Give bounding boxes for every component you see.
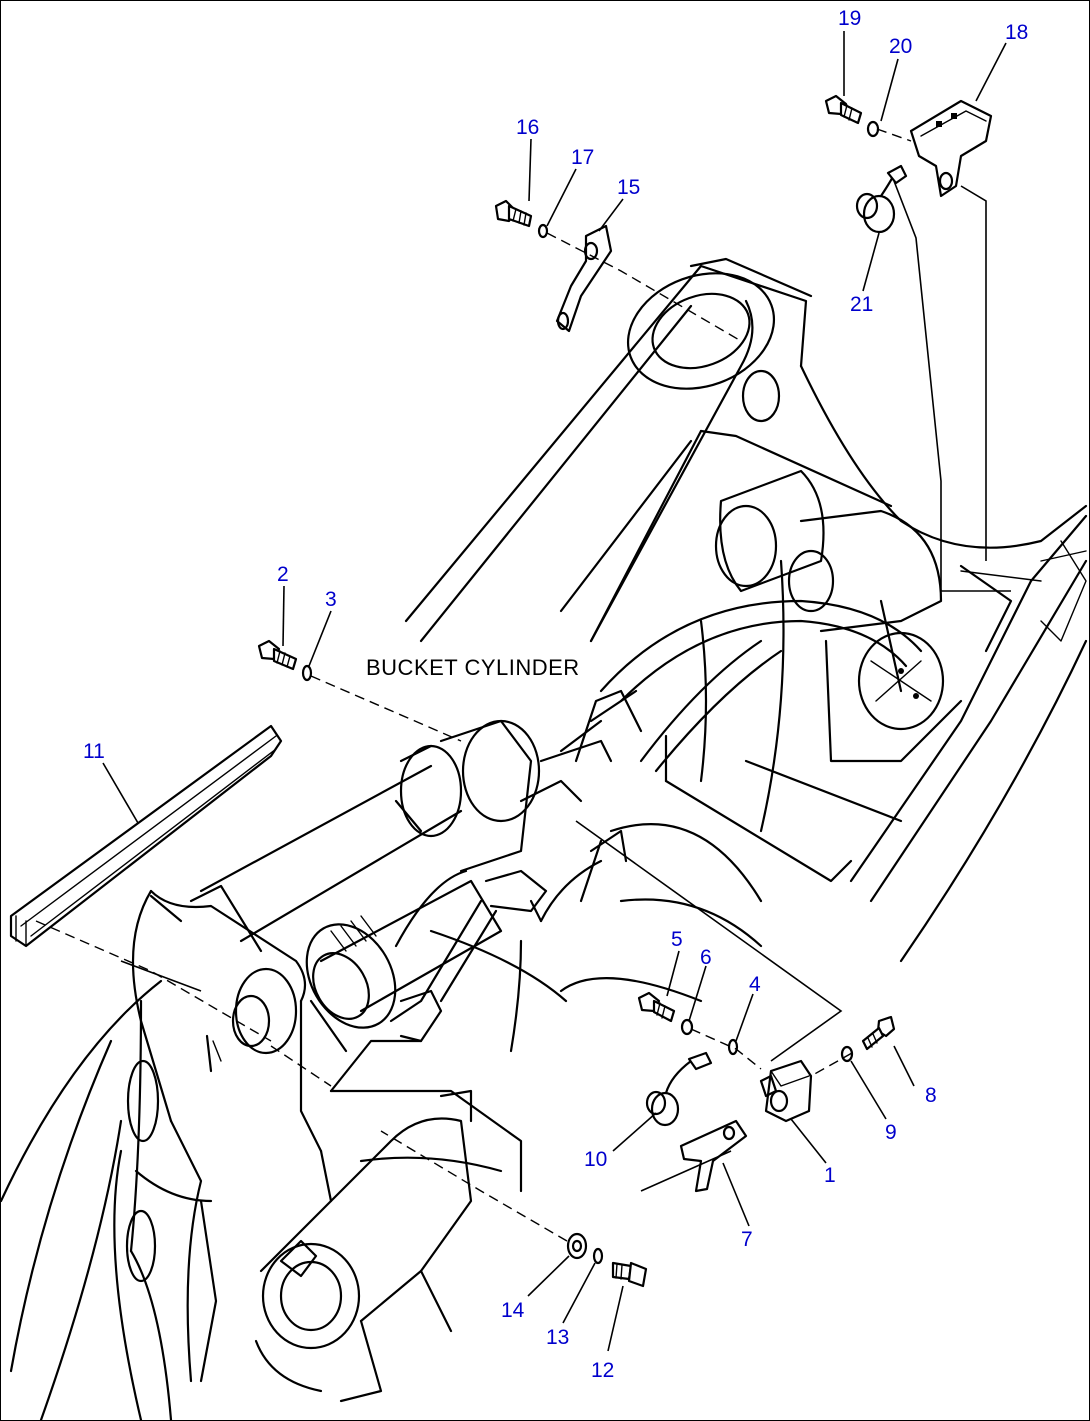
- callout-16: 16: [516, 116, 539, 139]
- part-15-bracket: [555, 224, 613, 333]
- part-3-washer: [301, 664, 313, 682]
- callout-5: 5: [671, 928, 683, 951]
- callout-19: 19: [838, 7, 861, 30]
- callout-leaders: [102, 31, 1007, 1352]
- part-13-lockwasher: [592, 1247, 604, 1265]
- part-18-switch-bracket: [909, 99, 993, 198]
- linkage: [1, 884, 763, 1420]
- callout-15: 15: [617, 176, 640, 199]
- part-16-bolt: [494, 199, 533, 228]
- callout-4: 4: [749, 973, 761, 996]
- part-7-plate: [679, 1119, 748, 1193]
- part-21-sensor: [855, 164, 908, 234]
- callout-10: 10: [584, 1148, 607, 1171]
- callout-18: 18: [1005, 21, 1028, 44]
- part-11-channel: [9, 724, 283, 948]
- callout-2: 2: [277, 563, 289, 586]
- part-5-bolt: [637, 991, 676, 1023]
- part-10-sensor: [645, 1051, 713, 1127]
- callout-7: 7: [741, 1228, 753, 1251]
- callout-17: 17: [571, 146, 594, 169]
- part-1-switch: [759, 1059, 813, 1123]
- part-12-bolt: [611, 1261, 648, 1288]
- bucket-cylinder: [199, 689, 763, 1053]
- frame-structure: [404, 257, 1088, 963]
- callout-8: 8: [925, 1084, 937, 1107]
- callout-21: 21: [850, 293, 873, 316]
- part-6-washer: [680, 1018, 694, 1036]
- callout-1: 1: [824, 1164, 836, 1187]
- callout-14: 14: [501, 1299, 525, 1322]
- part-8-bolt: [861, 1015, 896, 1051]
- parts-2-3: [257, 639, 313, 682]
- callout-12: 12: [591, 1359, 614, 1382]
- part-19-bolt: [824, 94, 863, 125]
- callout-9: 9: [885, 1121, 897, 1144]
- assembly-lines: [35, 128, 1011, 1242]
- callout-13: 13: [546, 1326, 569, 1349]
- part-4-washer: [727, 1038, 739, 1056]
- bucket-cylinder-label: BUCKET CYLINDER: [366, 655, 580, 680]
- part-17-washer: [537, 223, 549, 239]
- part-14-washer: [566, 1232, 588, 1260]
- callout-11: 11: [83, 740, 105, 763]
- callout-20: 20: [889, 35, 912, 58]
- callout-3: 3: [325, 588, 337, 611]
- callout-6: 6: [700, 946, 712, 969]
- part-20-washer: [866, 120, 880, 138]
